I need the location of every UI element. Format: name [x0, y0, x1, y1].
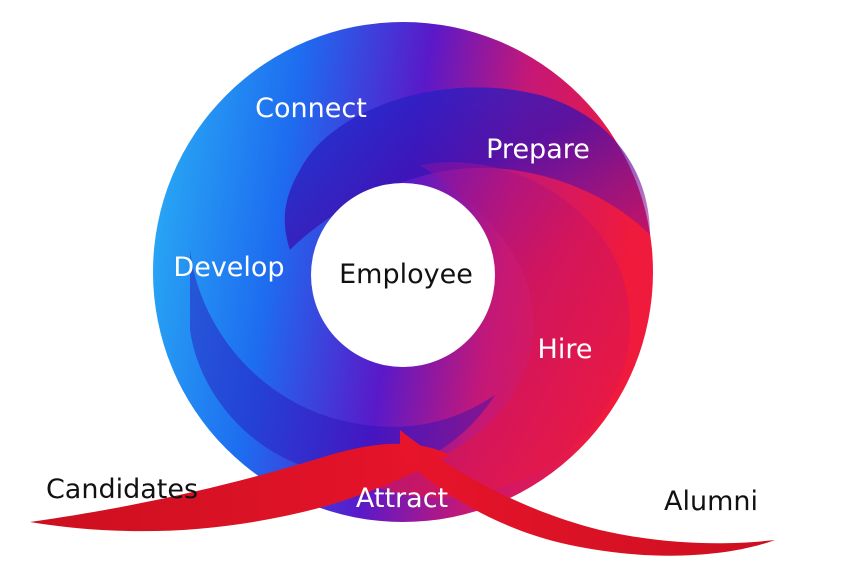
- center-label: Employee: [339, 259, 473, 290]
- stage-label-develop: Develop: [173, 252, 284, 283]
- stage-label-connect: Connect: [255, 93, 367, 124]
- stage-label-prepare: Prepare: [486, 134, 590, 165]
- stage-label-hire: Hire: [538, 334, 593, 365]
- alumni-ribbon: [400, 430, 775, 556]
- swirl-shape-indigo: [190, 250, 495, 476]
- swirl-shape-magenta: [360, 162, 631, 498]
- candidates-ribbon: [30, 443, 450, 532]
- center-circle: [311, 183, 495, 367]
- stage-label-attract: Attract: [356, 483, 448, 514]
- swirl-shape-blue: [284, 87, 650, 250]
- end-label-candidates: Candidates: [46, 474, 198, 505]
- end-label-alumni: Alumni: [664, 486, 758, 517]
